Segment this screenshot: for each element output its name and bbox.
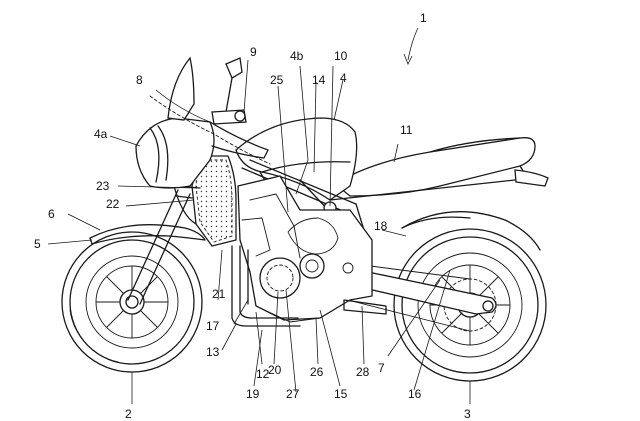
- label-5: 5: [34, 237, 41, 251]
- front-fork: [127, 189, 193, 305]
- leader-lines: [47, 27, 471, 404]
- label-22: 22: [106, 197, 120, 211]
- label-1: 1: [420, 11, 427, 25]
- label-6: 6: [48, 207, 55, 221]
- label-2: 2: [125, 407, 132, 421]
- label-18: 18: [374, 219, 388, 233]
- label-9: 9: [250, 45, 257, 59]
- front-fender: [89, 224, 206, 245]
- seat-and-tail: [329, 137, 549, 201]
- label-17: 17: [206, 319, 220, 333]
- label-28: 28: [356, 365, 370, 379]
- label-4: 4: [340, 71, 347, 85]
- label-14: 14: [312, 73, 326, 87]
- label-26: 26: [310, 365, 324, 379]
- label-4b: 4b: [290, 49, 304, 63]
- radiator-shroud: [173, 155, 237, 247]
- rear-fender: [401, 211, 541, 251]
- front-fairing: [135, 56, 271, 189]
- label-7: 7: [378, 361, 385, 375]
- label-27: 27: [286, 387, 300, 401]
- label-8: 8: [136, 73, 143, 87]
- label-20: 20: [268, 363, 282, 377]
- label-3: 3: [464, 407, 471, 421]
- front-wheel: [61, 231, 203, 373]
- label-19: 19: [246, 387, 260, 401]
- label-16: 16: [408, 387, 422, 401]
- label-13: 13: [206, 345, 220, 359]
- callout-labels: 1 2 3 4 4a 4b 5 6 7 8 9 10 11 12 13 14 1…: [34, 11, 471, 421]
- engine: [237, 175, 387, 323]
- exhaust: [231, 245, 301, 327]
- label-23: 23: [96, 179, 110, 193]
- label-11: 11: [400, 123, 413, 137]
- label-15: 15: [334, 387, 348, 401]
- label-25: 25: [270, 73, 284, 87]
- label-10: 10: [334, 49, 348, 63]
- mirror: [211, 57, 247, 125]
- label-4a: 4a: [94, 127, 108, 141]
- label-21: 21: [212, 287, 226, 301]
- fuel-tank: [235, 117, 358, 201]
- label-12: 12: [256, 367, 270, 381]
